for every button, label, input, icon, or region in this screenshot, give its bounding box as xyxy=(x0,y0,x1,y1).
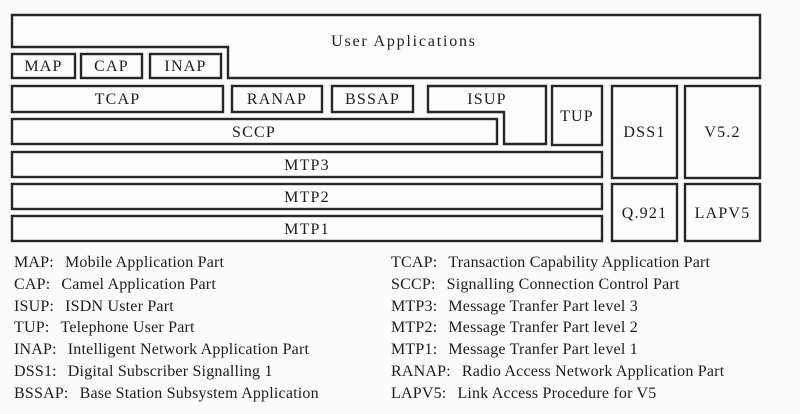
label-bssap: BSSAP xyxy=(345,91,400,108)
box-bssap xyxy=(330,84,415,114)
legend-abbr: TUP: xyxy=(14,319,50,337)
box-tcap xyxy=(10,84,225,114)
box-inap xyxy=(148,52,223,80)
legend-column-left: MAP: Mobile Application Part CAP: Camel Ap… xyxy=(14,252,319,405)
box-tup xyxy=(550,84,604,147)
box-map xyxy=(10,52,77,80)
label-v52: V5.2 xyxy=(704,124,740,141)
legend-definition: Telephone User Part xyxy=(60,319,195,337)
legend-definition: Intelligent Network Application Part xyxy=(67,341,310,359)
label-inap: INAP xyxy=(164,58,206,75)
legend-definition: Message Tranfer Part level 2 xyxy=(448,319,638,337)
legend-entry-bssap: BSSAP: Base Station Subsystem Application xyxy=(14,383,319,405)
box-ranap xyxy=(230,84,324,114)
legend-definition: Link Access Procedure for V5 xyxy=(457,384,657,402)
legend-abbr: SCCP: xyxy=(391,275,436,293)
legend-abbr: LAPV5: xyxy=(391,384,447,402)
legend-abbr: DSS1: xyxy=(14,362,57,380)
box-mtp3 xyxy=(10,150,604,179)
box-mtp1 xyxy=(10,214,604,243)
box-mtp2 xyxy=(10,182,604,211)
box-v52 xyxy=(683,84,762,180)
label-sccp: SCCP xyxy=(232,124,276,141)
legend-entry-tcap: TCAP: Transaction Capability Application … xyxy=(391,252,724,274)
legend-definition: Radio Access Network Application Part xyxy=(461,362,725,380)
box-isup xyxy=(426,84,548,146)
label-map: MAP xyxy=(24,58,62,75)
legend-entry-mtp1: MTP1: Message Tranfer Part level 1 xyxy=(391,339,724,361)
legend-entry-sccp: SCCP: Signalling Connection Control Part xyxy=(391,274,724,296)
legend-entry-map: MAP: Mobile Application Part xyxy=(14,252,319,274)
legend-abbr: INAP: xyxy=(14,341,57,359)
box-lapv5 xyxy=(683,182,762,243)
box-user-applications xyxy=(10,13,762,80)
legend-abbr: MAP: xyxy=(14,254,54,271)
legend-entry-lapv5: LAPV5: Link Access Procedure for V5 xyxy=(391,383,724,405)
legend-entry-mtp3: MTP3: Message Tranfer Part level 3 xyxy=(391,296,724,318)
legend-definition: Camel Application Part xyxy=(61,275,216,293)
label-mtp2: MTP2 xyxy=(284,189,330,206)
legend-definition: Mobile Application Part xyxy=(64,254,225,271)
legend-column-right: TCAP: Transaction Capability Application … xyxy=(391,252,724,405)
label-ranap: RANAP xyxy=(247,91,307,108)
label-mtp1: MTP1 xyxy=(284,221,330,238)
label-isup: ISUP xyxy=(467,91,506,108)
protocol-stack-diagram: User Applications MAP CAP INAP TCAP RANA… xyxy=(10,13,762,243)
legend-definition: Base Station Subsystem Application xyxy=(79,384,319,402)
legend-entry-dss1: DSS1: Digital Subscriber Signalling 1 xyxy=(14,361,319,383)
label-cap: CAP xyxy=(94,58,129,75)
label-user-applications: User Applications xyxy=(331,33,477,50)
box-q921 xyxy=(610,182,679,243)
label-dss1: DSS1 xyxy=(623,124,665,141)
legend-abbr: MTP2: xyxy=(391,319,438,337)
label-tup: TUP xyxy=(560,108,594,125)
legend-definition: Signalling Connection Control Part xyxy=(446,275,680,293)
box-cap xyxy=(79,52,144,80)
box-sccp xyxy=(10,117,499,146)
legend-abbr: RANAP: xyxy=(391,362,451,380)
legend-definition: Transaction Capability Application Part xyxy=(448,254,711,271)
legend-abbr: CAP: xyxy=(14,275,51,293)
legend-entry-inap: INAP: Intelligent Network Application Par… xyxy=(14,339,319,361)
legend-entry-tup: TUP: Telephone User Part xyxy=(14,317,319,339)
legend-definition: Digital Subscriber Signalling 1 xyxy=(67,362,273,380)
legend-definition: Message Tranfer Part level 3 xyxy=(448,297,638,315)
legend-definition: Message Tranfer Part level 1 xyxy=(448,341,638,359)
legend-abbr: BSSAP: xyxy=(14,384,69,402)
legend-entry-isup: ISUP: ISDN Uster Part xyxy=(14,296,319,318)
legend-entry-ranap: RANAP: Radio Access Network Application P… xyxy=(391,361,724,383)
legend-abbr: ISUP: xyxy=(14,297,55,315)
legend-abbr: MTP1: xyxy=(391,341,438,359)
legend-definition: ISDN Uster Part xyxy=(65,297,174,315)
legend-abbr: MTP3: xyxy=(391,297,438,315)
box-dss1 xyxy=(610,84,679,180)
legend-entry-mtp2: MTP2: Message Tranfer Part level 2 xyxy=(391,317,724,339)
label-q921: Q.921 xyxy=(622,205,668,222)
legend-abbr: TCAP: xyxy=(391,254,438,271)
label-tcap: TCAP xyxy=(95,91,141,108)
label-lapv5: LAPV5 xyxy=(695,205,751,222)
label-mtp3: MTP3 xyxy=(284,157,330,174)
legend-entry-cap: CAP: Camel Application Part xyxy=(14,274,319,296)
